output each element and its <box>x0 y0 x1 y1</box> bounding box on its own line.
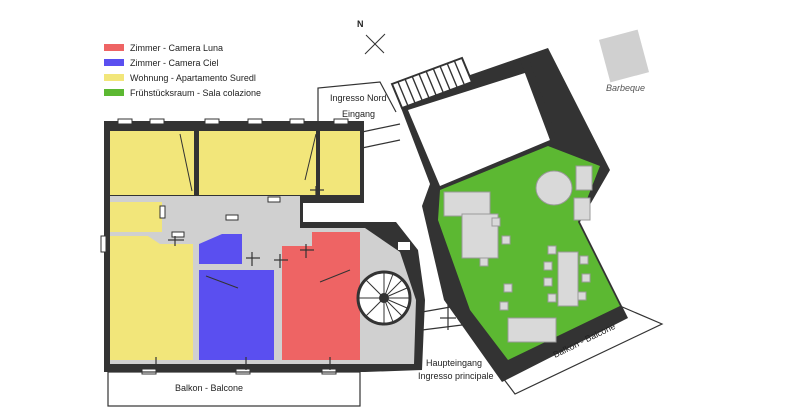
bench <box>507 317 557 343</box>
legend-swatch-luna <box>104 44 124 51</box>
balcony-left <box>107 371 361 407</box>
legend-label-suredl: Wohnung - Apartamento Suredl <box>130 73 256 83</box>
breakfast-furniture <box>443 165 593 343</box>
door-swing <box>319 269 351 283</box>
chair <box>581 273 591 283</box>
sideboard <box>443 191 491 217</box>
chair <box>543 277 553 287</box>
stool <box>499 301 509 311</box>
chair <box>547 245 557 255</box>
yellow-room-mid-left <box>110 202 162 232</box>
stool <box>503 283 513 293</box>
blue-room-main <box>199 270 274 360</box>
chair <box>547 293 557 303</box>
exterior-stairs <box>390 56 474 110</box>
red-room-main <box>282 246 360 360</box>
north-entrance-label-1: Ingresso Nord <box>330 93 387 103</box>
spiral-staircase <box>356 242 412 326</box>
chair <box>491 217 501 227</box>
balcony-left-label: Balkon - Balcone <box>175 383 243 393</box>
barbeque-label: Barbeque <box>606 83 645 93</box>
chair <box>579 255 589 265</box>
door-swing <box>304 133 317 181</box>
legend-label-luna: Zimmer - Camera Luna <box>130 43 223 53</box>
legend-label-breakfast: Frühstücksraum - Sala colazione <box>130 88 261 98</box>
dining-table <box>557 251 579 307</box>
legend-swatch-ciel <box>104 59 124 66</box>
balcony-right <box>499 305 664 395</box>
yellow-room-lower-left <box>110 236 193 360</box>
round-table <box>535 170 573 206</box>
compass: N <box>357 19 386 55</box>
main-entrance-label-1: Haupteingang <box>426 358 482 368</box>
main-entrance-label-2: Ingresso principale <box>418 371 494 381</box>
apartment-suredl <box>110 131 360 360</box>
chair <box>501 235 511 245</box>
legend-swatch-suredl <box>104 74 124 81</box>
legend-swatch-breakfast <box>104 89 124 96</box>
yellow-room-top-right <box>320 131 360 195</box>
right-building-inner-wall <box>520 56 556 140</box>
room-luna <box>282 232 360 360</box>
side-cabinet <box>575 165 593 191</box>
legend: Zimmer - Camera Luna Zimmer - Camera Cie… <box>104 43 261 98</box>
barbeque-pad <box>598 29 650 83</box>
chair <box>543 261 553 271</box>
chair <box>577 291 587 301</box>
door-swing <box>205 275 239 289</box>
compass-north-label: N <box>357 19 364 29</box>
room-ciel <box>199 234 274 360</box>
door-swing <box>179 133 193 192</box>
side-cabinet <box>573 197 591 221</box>
north-connector <box>361 123 401 149</box>
right-building-courtyard <box>408 72 550 186</box>
north-entrance-box <box>317 81 397 121</box>
chair <box>479 257 489 267</box>
door-ticks <box>155 186 456 370</box>
blue-room-top <box>199 234 242 264</box>
yellow-room-top-mid <box>199 131 316 195</box>
yellow-room-top-left <box>110 131 194 195</box>
legend-label-ciel: Zimmer - Camera Ciel <box>130 58 219 68</box>
north-entrance-label-2: Eingang <box>342 109 375 119</box>
